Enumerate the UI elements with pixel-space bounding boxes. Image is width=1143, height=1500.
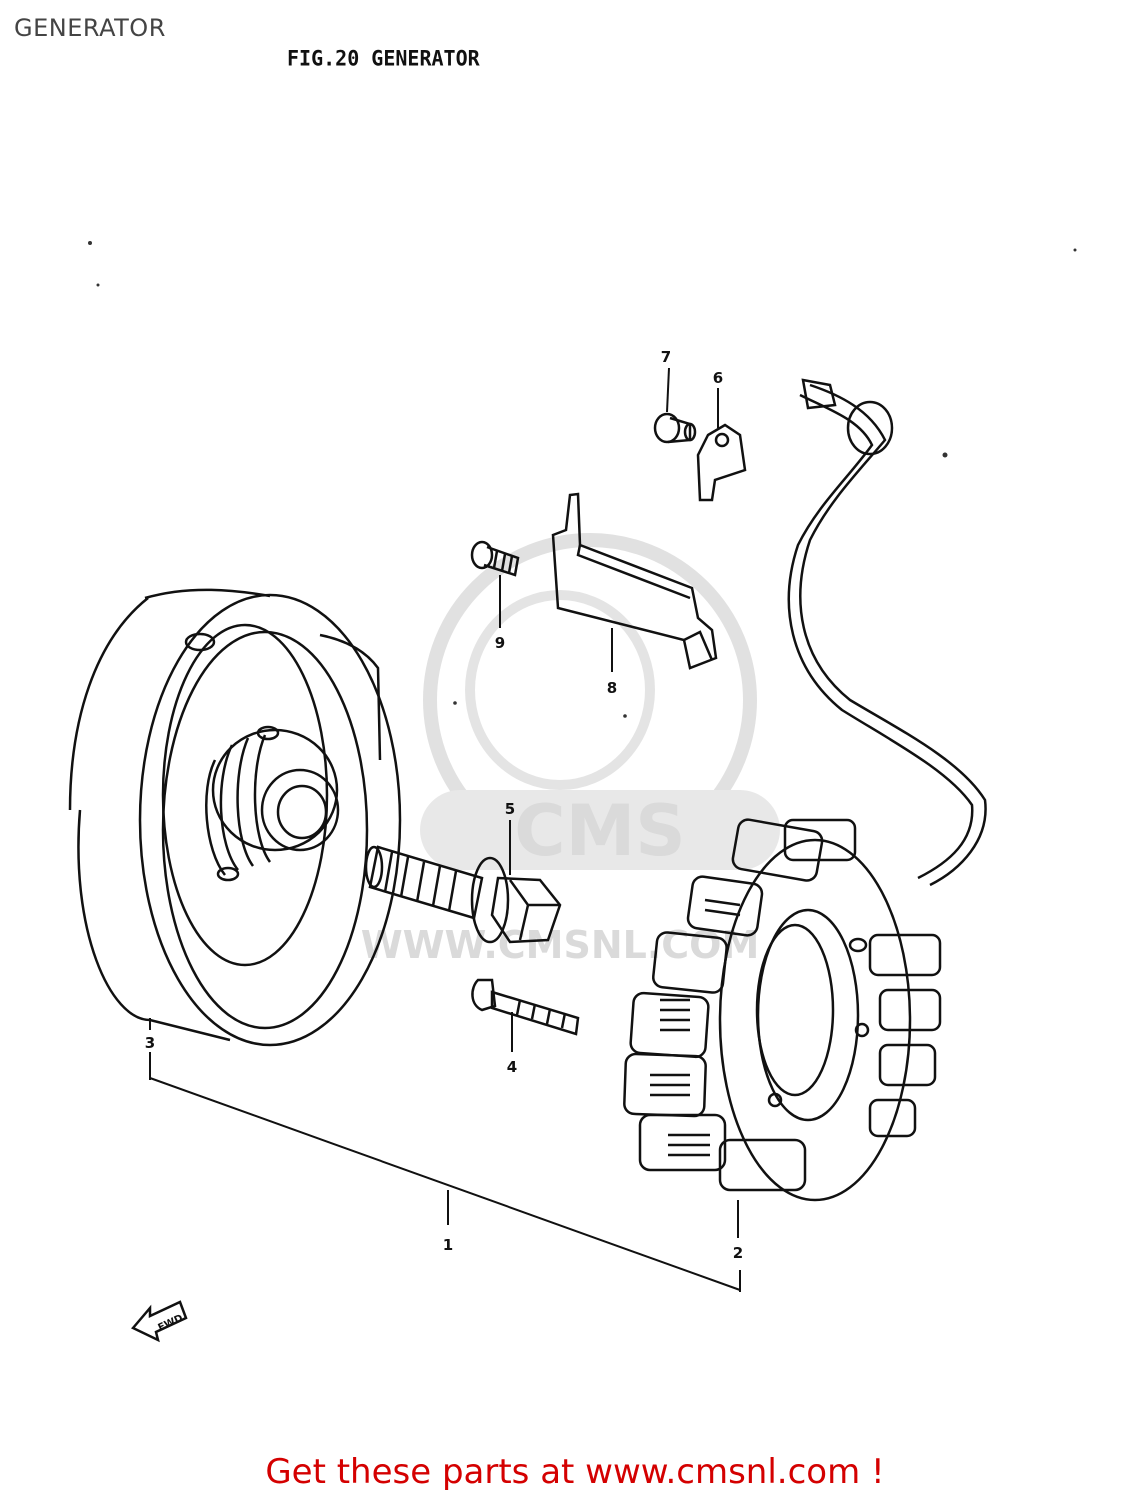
callout-7: 7 bbox=[661, 348, 671, 366]
part-7-grommet[interactable] bbox=[653, 412, 697, 444]
callout-8: 8 bbox=[607, 679, 617, 697]
callout-3: 3 bbox=[145, 1034, 155, 1052]
forward-direction-arrow-icon: FWD bbox=[130, 1300, 188, 1343]
part-4-stator-screw[interactable] bbox=[471, 978, 580, 1036]
watermark-url-text: WWW.CMSNL.COM bbox=[361, 923, 760, 967]
part-8-lead-wire-guide-plate[interactable] bbox=[551, 492, 718, 670]
figure-title: FIG.20 GENERATOR bbox=[287, 45, 480, 71]
cmsnl-parts-link[interactable]: Get these parts at www.cmsnl.com ! bbox=[265, 1452, 885, 1492]
scan-specks bbox=[88, 241, 1077, 718]
page-header-title: GENERATOR bbox=[14, 14, 166, 42]
callout-6: 6 bbox=[713, 369, 723, 387]
part-2-stator[interactable] bbox=[623, 378, 987, 1202]
part-9-clamp-screw[interactable] bbox=[470, 540, 520, 577]
callout-1: 1 bbox=[443, 1236, 453, 1254]
callout-5: 5 bbox=[505, 800, 515, 818]
part-3-rotor[interactable] bbox=[68, 588, 402, 1047]
callout-leader-lines bbox=[149, 367, 741, 1292]
part-5-rotor-bolt[interactable] bbox=[364, 845, 562, 944]
callout-9: 9 bbox=[495, 634, 505, 652]
part-6-lead-wire-clamp[interactable] bbox=[696, 423, 747, 502]
callout-2: 2 bbox=[733, 1244, 743, 1262]
watermark-logo-text: CMS bbox=[514, 790, 685, 872]
callout-4: 4 bbox=[507, 1058, 517, 1076]
